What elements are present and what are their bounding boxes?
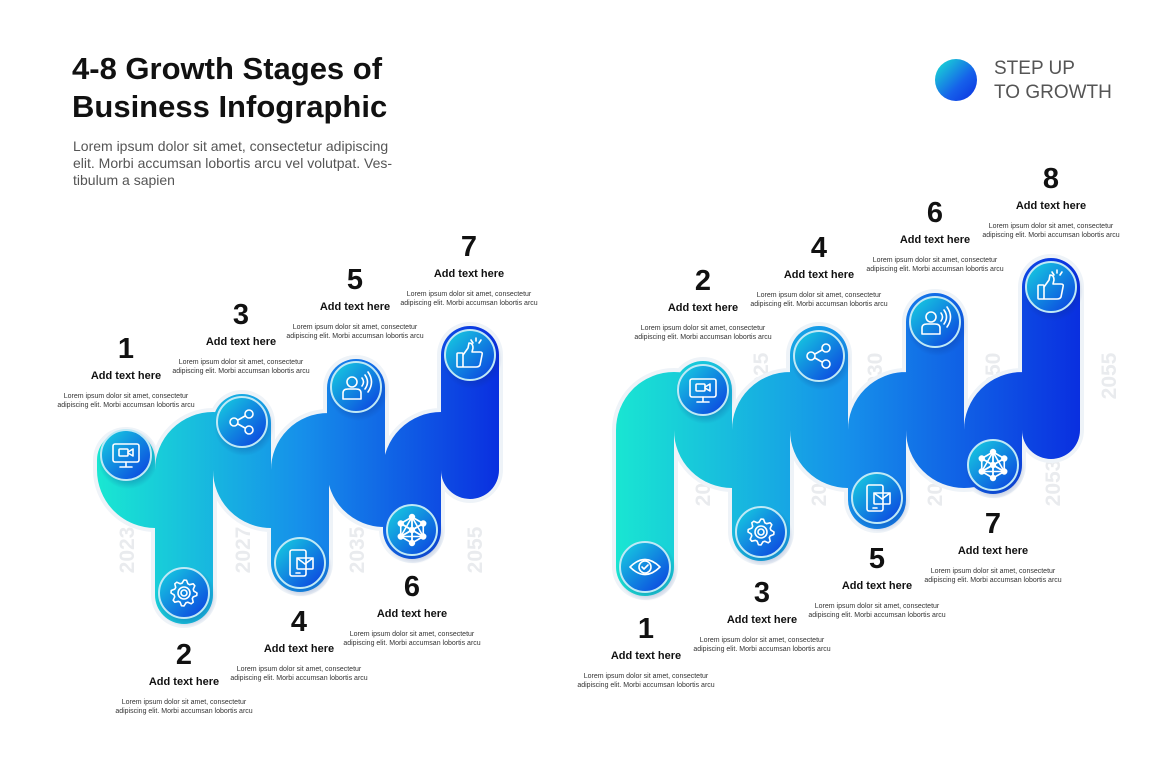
stage-body: Lorem ipsum dolor sit amet, consectetur … [924,568,1062,584]
stage-icon-circle [274,537,326,589]
stage-body: Lorem ipsum dolor sit amet, consectetur … [750,292,888,308]
stage-label-left-3: 3 Add text here Lorem ipsum dolor sit am… [171,299,311,376]
stage-number: 7 [460,231,478,263]
share-icon [229,409,254,435]
stage-heading: Add text here [899,234,971,246]
share-icon [806,343,831,369]
video-monitor-icon [689,378,717,403]
stage-icon-circle [444,329,496,381]
video-monitor-icon [112,443,140,468]
stage-label-right-6: 6 Add text here Lorem ipsum dolor sit am… [865,197,1005,274]
stage-number: 6 [403,571,421,603]
thumbs-up-icon [1037,269,1065,300]
stage-icon-circle [909,296,961,348]
stage-body: Lorem ipsum dolor sit amet, consectetur … [115,699,253,715]
stage-body: Lorem ipsum dolor sit amet, consectetur … [808,603,946,619]
stage-label-left-4: 4 Add text here Lorem ipsum dolor sit am… [229,606,369,683]
stage-icon-circle [735,506,787,558]
stage-number: 2 [694,265,712,297]
stage-body: Lorem ipsum dolor sit amet, consectetur … [286,324,424,340]
stage-icon-circle [1025,261,1077,313]
stage-label-left-6: 6 Add text here Lorem ipsum dolor sit am… [342,571,482,648]
stage-body: Lorem ipsum dolor sit amet, consectetur … [172,359,310,375]
stage-label-right-8: 8 Add text here Lorem ipsum dolor sit am… [981,163,1121,240]
stage-icon-circle [851,472,903,524]
network-icon [397,513,427,547]
stage-label-right-1: 1 Add text here Lorem ipsum dolor sit am… [576,613,716,690]
stage-number: 5 [868,543,886,575]
stage-number: 7 [984,508,1002,540]
stage-label-right-3: 3 Add text here Lorem ipsum dolor sit am… [692,577,832,654]
stage-heading: Add text here [957,545,1029,557]
user-broadcast-icon [342,371,373,400]
stage-icon-circle [677,364,729,416]
page-description: Lorem ipsum dolor sit amet, consectetur … [73,138,393,188]
stage-icon-circle [793,330,845,382]
stage-number: 5 [346,264,364,296]
stage-label-right-4: 4 Add text here Lorem ipsum dolor sit am… [749,232,889,309]
stage-icon-circle [216,396,268,448]
stage-body: Lorem ipsum dolor sit amet, consectetur … [866,257,1004,273]
stage-number: 3 [232,299,250,331]
stage-body: Lorem ipsum dolor sit amet, consectetur … [343,631,481,647]
thumbs-up-icon [456,337,484,368]
stage-heading: Add text here [610,650,682,662]
stage-number: 1 [117,333,135,365]
brand-line-1: STEP UP [994,58,1075,79]
stage-heading: Add text here [263,643,335,655]
stage-icon-circle [100,429,152,481]
stage-heading: Add text here [667,302,739,314]
stage-heading: Add text here [90,370,162,382]
mobile-mail-icon [866,484,891,512]
stage-heading: Add text here [726,614,798,626]
stage-body: Lorem ipsum dolor sit amet, consectetur … [230,666,368,682]
stage-label-right-7: 7 Add text here Lorem ipsum dolor sit am… [923,508,1063,585]
stage-heading: Add text here [433,268,505,280]
brand-logo-circle [935,59,977,101]
page-title: 4-8 Growth Stages of Business Infographi… [72,50,492,126]
stage-heading: Add text here [783,269,855,281]
stage-label-left-1: 1 Add text here Lorem ipsum dolor sit am… [56,333,196,410]
stage-number: 8 [1042,163,1060,195]
stage-heading: Add text here [1015,200,1087,212]
gear-icon [747,518,775,546]
stage-body: Lorem ipsum dolor sit amet, consectetur … [982,223,1120,239]
stage-number: 3 [753,577,771,609]
eye-icon [629,558,661,576]
stage-number: 4 [290,606,308,638]
title-line-1: 4-8 Growth Stages of [72,51,383,86]
stage-heading: Add text here [376,608,448,620]
stage-body: Lorem ipsum dolor sit amet, consectetur … [693,637,831,653]
stage-label-left-2: 2 Add text here Lorem ipsum dolor sit am… [114,639,254,716]
stage-heading: Add text here [205,336,277,348]
stage-body: Lorem ipsum dolor sit amet, consectetur … [634,325,772,341]
stage-label-right-5: 5 Add text here Lorem ipsum dolor sit am… [807,543,947,620]
network-icon [978,448,1008,482]
title-line-2: Business Infographic [72,89,388,124]
gear-icon [170,579,198,607]
mobile-mail-icon [289,549,314,577]
brand-line-2: TO GROWTH [994,82,1112,103]
stage-body: Lorem ipsum dolor sit amet, consectetur … [577,673,715,689]
stage-number: 1 [637,613,655,645]
stage-number: 4 [810,232,828,264]
stage-label-right-2: 2 Add text here Lorem ipsum dolor sit am… [633,265,773,342]
stage-body: Lorem ipsum dolor sit amet, consectetur … [57,393,195,409]
stage-number: 2 [175,639,193,671]
stage-heading: Add text here [148,676,220,688]
stage-number: 6 [926,197,944,229]
stage-heading: Add text here [319,301,391,313]
stage-icon-circle [158,567,210,619]
user-broadcast-icon [921,306,952,335]
stage-label-left-5: 5 Add text here Lorem ipsum dolor sit am… [285,264,425,341]
stage-heading: Add text here [841,580,913,592]
stage-body: Lorem ipsum dolor sit amet, consectetur … [400,291,538,307]
stage-label-left-7: 7 Add text here Lorem ipsum dolor sit am… [399,231,539,308]
brand-tagline: STEP UP TO GROWTH [994,57,1154,105]
stage-icon-circle [330,361,382,413]
